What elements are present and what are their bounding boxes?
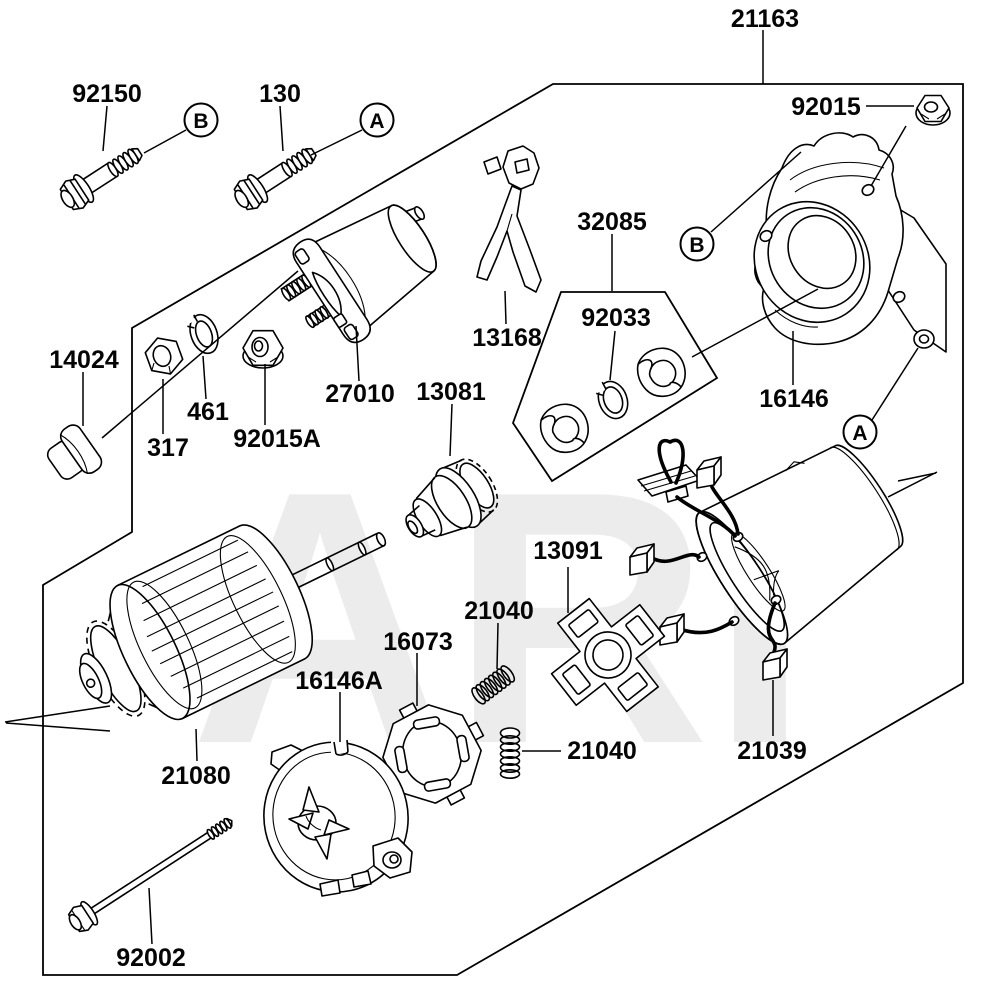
leader-461 <box>202 355 207 400</box>
callout-a-top-left: A <box>359 102 395 138</box>
spring-21040-upper-drawing <box>471 665 516 705</box>
end-frame-16146-drawing <box>753 132 947 353</box>
leader-92015-to-housing <box>870 125 907 187</box>
leader-21040-upper <box>496 622 499 670</box>
part-label-461: 461 <box>187 398 229 426</box>
leader-21080 <box>195 728 198 762</box>
leader-13168 <box>504 290 507 325</box>
nut-317-drawing <box>144 337 184 375</box>
callout-a-housing: A <box>842 414 878 450</box>
leader-32085-assembly <box>691 288 819 358</box>
diagram-border <box>42 83 964 976</box>
part-label-92150: 92150 <box>72 80 142 108</box>
end-cover-16146a-drawing <box>263 739 413 897</box>
nut-92015-drawing <box>915 94 951 126</box>
pinion-13081-drawing <box>405 458 499 538</box>
callout-letter-a: A <box>369 110 384 133</box>
leader-callout-b2 <box>710 151 802 233</box>
axis-arrow-right <box>887 471 938 498</box>
brush-holder-13091-drawing <box>550 597 666 713</box>
axis-arrow-left <box>4 705 111 732</box>
bolt-130-drawing <box>227 137 324 216</box>
part-label-92015: 92015 <box>791 93 861 121</box>
part-label-92015a: 92015A <box>233 425 321 453</box>
leader-callout-a2 <box>871 347 919 421</box>
through-bolt-92002-drawing <box>67 817 233 933</box>
leader-92002 <box>148 887 153 945</box>
yoke-housing-drawing <box>695 444 904 646</box>
callout-letter-b: B <box>193 110 208 133</box>
leader-92150 <box>102 105 108 152</box>
part-label-21163: 21163 <box>731 5 799 33</box>
cap-14024-drawing <box>46 424 103 480</box>
brush-wire-2 <box>710 485 740 536</box>
solenoid-27010-drawing <box>280 204 437 344</box>
leader-lines <box>4 30 938 945</box>
part-labels: 21163 92150 130 92015 32085 92033 13168 … <box>49 5 861 972</box>
part-label-21040-lower: 21040 <box>567 737 637 765</box>
callout-letter-b: B <box>689 234 704 257</box>
part-label-16073: 16073 <box>383 628 453 656</box>
callout-b-top-left: B <box>183 102 219 138</box>
callout-letter-a: A <box>852 422 867 445</box>
part-label-92002: 92002 <box>116 944 186 972</box>
callout-box-32085 <box>511 291 719 483</box>
part-label-27010: 27010 <box>325 380 395 408</box>
leader-27010 <box>355 325 360 382</box>
leader-92033 <box>609 330 616 381</box>
part-label-16146a: 16146A <box>295 667 383 695</box>
assembly-axis-line <box>101 270 299 439</box>
brush-wire-5 <box>766 601 777 654</box>
bolt-92150-drawing <box>53 137 150 216</box>
part-label-13081: 13081 <box>416 378 486 406</box>
washer-461-drawing <box>181 313 219 355</box>
leader-callout-a1 <box>310 129 363 156</box>
leader-13081 <box>449 403 453 457</box>
part-label-14024: 14024 <box>49 346 119 374</box>
part-label-16146: 16146 <box>759 385 829 413</box>
part-label-130: 130 <box>259 80 301 108</box>
part-label-21080: 21080 <box>161 762 231 790</box>
part-label-13168: 13168 <box>472 324 542 352</box>
part-label-21039: 21039 <box>737 737 807 765</box>
part-label-317: 317 <box>147 434 189 462</box>
nut-92015a-drawing <box>242 329 284 369</box>
spring-21040-lower-drawing <box>499 727 521 779</box>
part-label-21040-upper: 21040 <box>464 597 534 625</box>
brush-wire-4 <box>678 620 734 635</box>
brush-wire-1 <box>675 495 737 538</box>
part-label-92033: 92033 <box>581 304 651 332</box>
brush-wire-3 <box>650 553 701 564</box>
terminal-loop-wire <box>657 438 685 485</box>
armature-21080-drawing <box>78 524 387 721</box>
yoke-rim-studs <box>696 531 782 627</box>
part-label-32085: 32085 <box>577 208 647 236</box>
leader-callout-b1 <box>143 129 187 154</box>
snap-ring-92033-drawing <box>590 380 629 420</box>
fork-13168-drawing <box>476 145 542 293</box>
leader-130 <box>279 105 284 152</box>
callout-b-housing: B <box>679 226 715 262</box>
part-label-13091: 13091 <box>533 537 603 565</box>
